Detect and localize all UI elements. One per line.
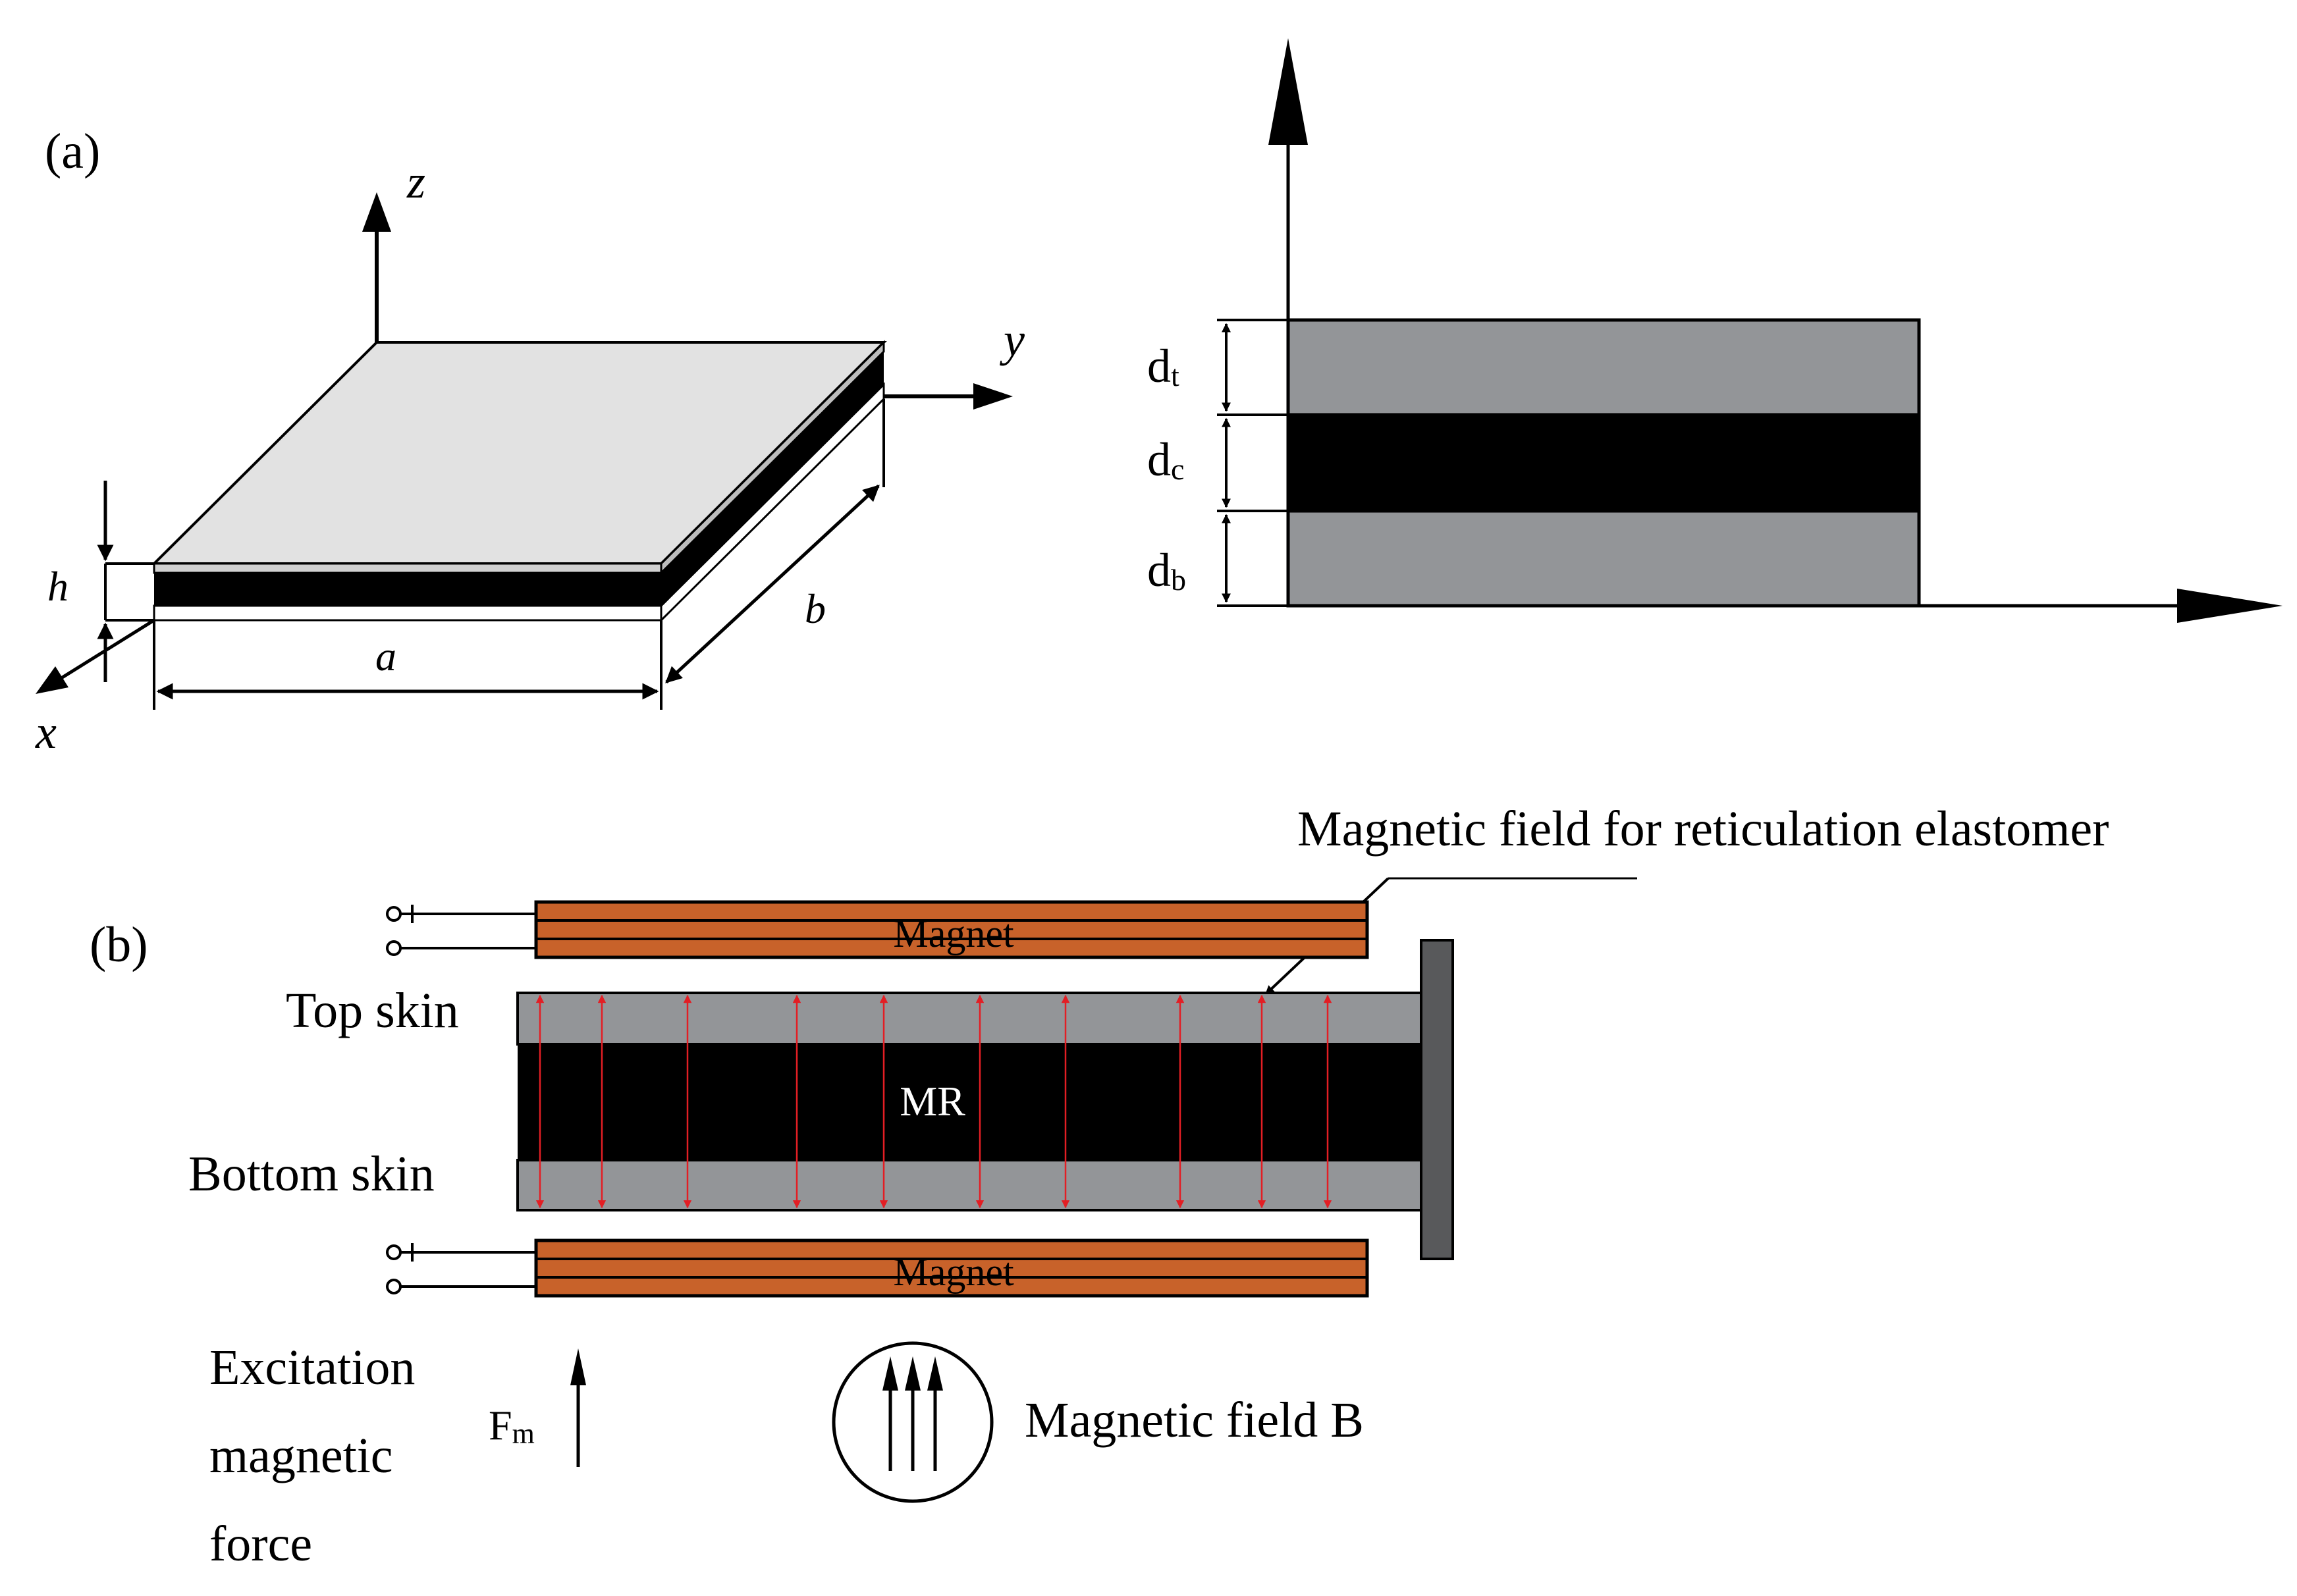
magnet-bottom-body: [534, 1238, 1369, 1298]
sandwich-beam: MR: [516, 939, 1454, 1260]
terminal-bottom-1: [386, 1244, 402, 1260]
layer-bottom-skin: [1286, 509, 1921, 608]
terminal-bottom-2: [386, 1279, 402, 1294]
b-dim-label: b: [805, 585, 826, 632]
top-skin-label: Top skin: [286, 983, 459, 1038]
h-dim-label: h: [47, 563, 68, 610]
magnet-top-label: Magnet: [893, 912, 1014, 955]
plate-front-core: [154, 573, 661, 606]
magnetic-field-symbol: [832, 1341, 994, 1503]
magnet-bottom-label: Magnet: [893, 1250, 1014, 1294]
beam-core: [518, 1044, 1422, 1160]
layer-core: [1286, 413, 1921, 513]
dt-label: dt: [1147, 340, 1179, 392]
terminal-top-1: [386, 906, 402, 922]
dc-symbol: d: [1147, 433, 1171, 486]
y-axis-arrowhead: [973, 383, 1013, 410]
force-subscript: m: [512, 1418, 535, 1450]
excitation-label-line2: magnetic: [209, 1428, 393, 1483]
field-lines: [535, 994, 1332, 1209]
plate-front-top-skin: [153, 562, 662, 574]
beam-bottom-skin: [516, 1159, 1424, 1211]
panel-a-label: (a): [45, 124, 100, 179]
beam-clamp: [1420, 939, 1454, 1260]
magnet-top: Magnet: [386, 900, 1369, 959]
excitation-label-line3: force: [209, 1516, 312, 1572]
force-label: Fm: [489, 1402, 535, 1450]
dc-subscript: c: [1171, 452, 1184, 486]
force-arrowhead: [570, 1348, 586, 1385]
core-label: MR: [900, 1078, 965, 1125]
magnet-top-body: [534, 900, 1369, 959]
terminal-top-2: [386, 940, 402, 956]
field-arrow-2-head: [905, 1356, 921, 1391]
x-axis-arrowhead: [36, 666, 68, 694]
cross-section: dt dc db: [1147, 38, 2283, 623]
x-axis: [51, 618, 155, 685]
force-symbol: F: [489, 1402, 512, 1449]
y-axis-label: y: [999, 313, 1025, 366]
a-dim-label: a: [375, 633, 396, 679]
dc-label: dc: [1147, 433, 1184, 486]
plate-front-bottom-skin: [153, 604, 662, 622]
panel-b-label: (b): [90, 917, 148, 972]
x-axis-label: x: [35, 706, 57, 758]
dt-symbol: d: [1147, 340, 1171, 392]
panel-b: (b) Magnetic field for reticulation elas…: [90, 801, 2109, 1572]
field-arrow-1-head: [882, 1356, 898, 1391]
beam-top-skin: [516, 992, 1424, 1046]
field-arrow-3-head: [927, 1356, 943, 1391]
cross-section-vertical-arrowhead: [1268, 38, 1308, 145]
callout-label: Magnetic field for reticulation elastome…: [1297, 801, 2109, 857]
z-axis-arrowhead: [362, 192, 391, 232]
excitation-label-line1: Excitation: [209, 1340, 415, 1395]
z-axis-label: z: [406, 155, 425, 208]
b-dim-line: [665, 485, 880, 683]
cross-section-horizontal-arrowhead: [2177, 589, 2283, 623]
db-label: db: [1147, 544, 1186, 597]
layer-top-skin: [1286, 318, 1921, 417]
magnet-bottom: Magnet: [386, 1238, 1369, 1298]
db-symbol: d: [1147, 544, 1171, 597]
panel-a: (a) z y x: [35, 38, 2283, 758]
plate-3d: z y x h: [35, 155, 1025, 758]
bottom-skin-label: Bottom skin: [188, 1146, 435, 1202]
dt-subscript: t: [1171, 359, 1179, 392]
db-subscript: b: [1171, 563, 1186, 597]
field-b-label: Magnetic field B: [1025, 1393, 1364, 1448]
